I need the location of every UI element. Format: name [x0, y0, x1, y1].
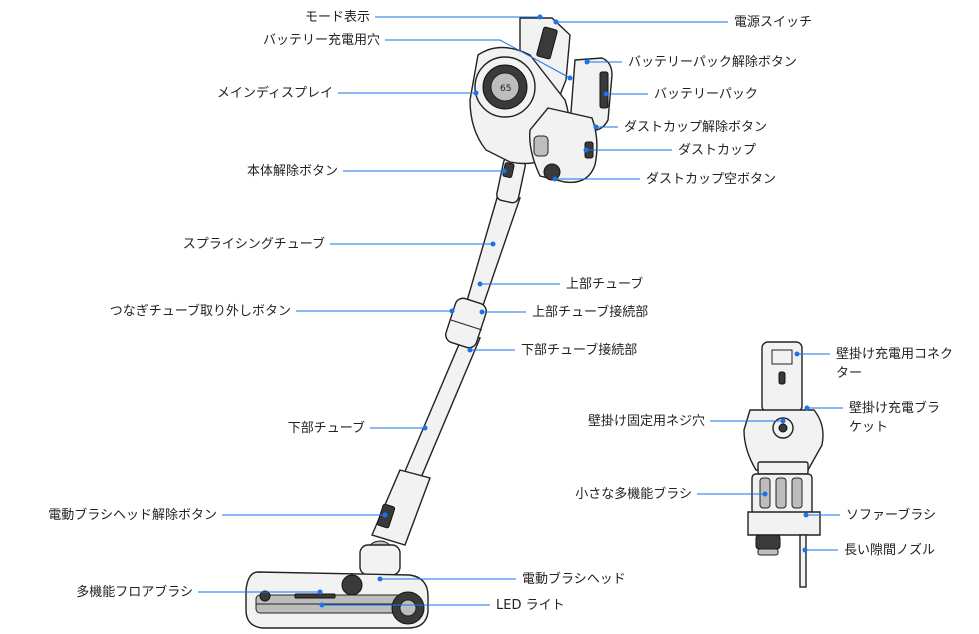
- label-main-display: メインディスプレイ: [217, 85, 333, 101]
- floor-brush: [245, 571, 429, 629]
- label-lower-tube: 下部チューブ: [288, 420, 365, 436]
- label-lower-tube-connector: 下部チューブ接続部: [521, 342, 637, 358]
- vacuum-illustration: 65: [245, 17, 613, 629]
- label-sofa-brush: ソファーブラシ: [846, 507, 936, 523]
- leader-lines: [198, 14, 843, 608]
- label-splicing-tube: スプライシングチューブ: [183, 236, 325, 252]
- label-mode-display: モード表示: [305, 10, 370, 25]
- labels: モード表示 電源スイッチ バッテリー充電用穴 バッテリーパック解除ボタン メイン…: [48, 10, 953, 613]
- label-battery-release-button: バッテリーパック解除ボタン: [628, 55, 797, 70]
- label-dust-cup-empty-button: ダストカップ空ボタン: [646, 172, 776, 187]
- label-led-light: LED ライト: [496, 598, 565, 613]
- label-battery-pack: バッテリーパック: [654, 87, 758, 102]
- label-dust-cup-release-button: ダストカップ解除ボタン: [624, 120, 767, 135]
- label-upper-tube-connector: 上部チューブ接続部: [532, 304, 648, 320]
- label-body-release-button: 本体解除ボタン: [247, 164, 338, 179]
- label-multi-floor-brush: 多機能フロアブラシ: [76, 584, 193, 600]
- label-joint-tube-release-button: つなぎチューブ取り外しボタン: [110, 303, 291, 319]
- label-wall-connector-2: ター: [836, 366, 862, 381]
- label-crevice-nozzle: 長い隙間ノズル: [844, 542, 935, 558]
- sofa-brush: [747, 511, 821, 536]
- label-power-brush-release-button: 電動ブラシヘッド解除ボタン: [48, 507, 217, 523]
- svg-text:65: 65: [500, 84, 511, 94]
- label-power-switch: 電源スイッチ: [734, 15, 812, 30]
- label-upper-tube: 上部チューブ: [566, 276, 643, 292]
- label-dust-cup: ダストカップ: [678, 143, 756, 158]
- wall-bracket-illustration: [743, 341, 824, 588]
- label-wall-screw-hole: 壁掛け固定用ネジ穴: [588, 414, 705, 429]
- label-wall-bracket-1: 壁掛け充電ブラ: [849, 400, 940, 416]
- brush-neck: [371, 469, 431, 546]
- label-wall-connector-1: 壁掛け充電用コネク: [836, 346, 953, 362]
- main-body: 65: [469, 17, 613, 184]
- lower-tube: [402, 334, 481, 481]
- label-power-brush-head: 電動ブラシヘッド: [522, 571, 626, 587]
- tube-joint: [445, 297, 487, 349]
- label-battery-charge-port: バッテリー充電用穴: [263, 32, 380, 48]
- crevice-nozzle: [799, 534, 807, 588]
- label-small-multi-brush: 小さな多機能ブラシ: [575, 486, 692, 502]
- label-wall-bracket-2: ケット: [849, 420, 888, 435]
